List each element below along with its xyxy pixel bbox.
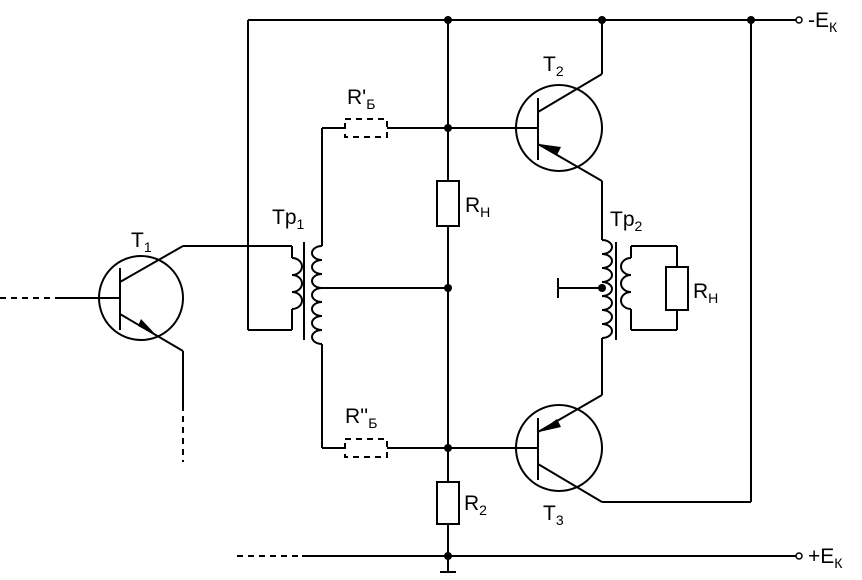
label-tp2: Tp2: [610, 208, 643, 234]
label-rn-divider: RН: [465, 194, 490, 220]
label-t1: T1: [131, 229, 152, 255]
transistor-t3: [515, 20, 752, 503]
label-r2: R2: [464, 492, 487, 518]
pos-ek-terminal: [795, 552, 803, 560]
neg-ek-terminal: [795, 16, 803, 24]
label-pos-ek: +EК: [808, 545, 843, 571]
resistor-rb-prime: [344, 118, 388, 138]
label-rb-prime: R'Б: [347, 86, 375, 112]
resistor-rb-double-prime: [344, 438, 388, 458]
transformer-tp2: [557, 181, 689, 395]
resistor-rn-divider: [436, 180, 460, 227]
label-rn-load: RН: [693, 280, 718, 306]
transistor-t1: [0, 245, 292, 462]
transistor-t2: [515, 20, 603, 182]
bottom-rail-pos-ek: [237, 552, 803, 560]
resistor-rn-load: [665, 266, 689, 311]
label-t3: T3: [543, 502, 564, 528]
label-neg-ek: -EК: [808, 9, 838, 35]
top-rail-neg-ek: [248, 16, 803, 24]
label-tp1: Tp1: [272, 206, 305, 232]
label-rb-double-prime: R''Б: [345, 405, 377, 431]
transformer-tp1: [247, 20, 323, 348]
resistor-r2: [436, 481, 460, 525]
label-t2: T2: [543, 53, 564, 79]
